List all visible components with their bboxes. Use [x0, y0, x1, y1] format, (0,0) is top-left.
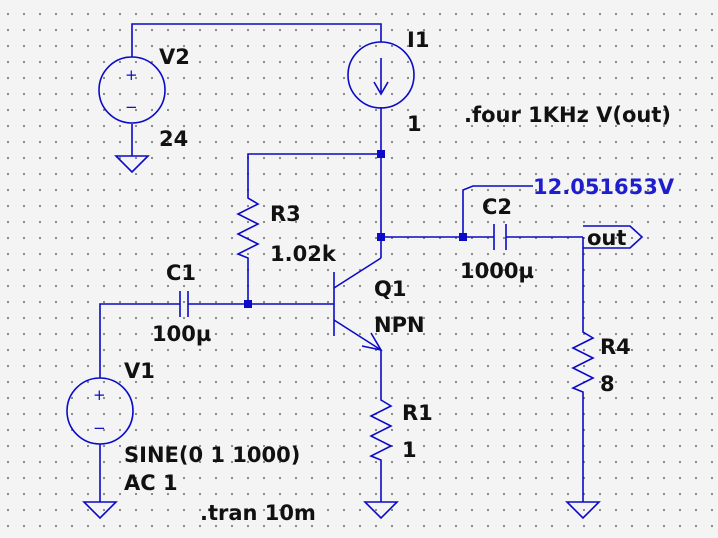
ground-symbol[interactable] — [363, 501, 399, 520]
junction-dot — [459, 233, 467, 241]
i1-value-label: 1 — [407, 112, 422, 136]
resistor-r3[interactable] — [236, 190, 260, 262]
v2-value-label: 24 — [159, 127, 188, 151]
c2-name-label: C2 — [482, 195, 512, 219]
v2-name-label: V2 — [159, 45, 190, 69]
out-label-text: out — [587, 226, 626, 250]
r4-value-label: 8 — [600, 372, 615, 396]
current-source-i1[interactable] — [347, 41, 415, 109]
minus-sign: − — [125, 98, 138, 116]
c1-name-label: C1 — [166, 261, 196, 285]
resistor-r4[interactable] — [571, 324, 595, 396]
i1-name-label: I1 — [407, 28, 429, 52]
v1-ac-label: AC 1 — [124, 471, 178, 495]
wire-c1-v1[interactable] — [99, 303, 180, 378]
v1-name-label: V1 — [124, 359, 155, 383]
junctions — [244, 150, 467, 308]
r3-name-label: R3 — [270, 202, 301, 226]
r4-name-label: R4 — [600, 335, 631, 359]
wire-supply-top[interactable] — [131, 23, 382, 57]
capacitor-c1[interactable] — [179, 291, 189, 317]
minus-sign: − — [93, 419, 106, 437]
wires — [99, 23, 584, 502]
wire-r3-top[interactable] — [247, 153, 381, 190]
resistor-r1[interactable] — [369, 392, 393, 464]
voltage-source-v1[interactable]: + − — [66, 377, 134, 445]
r3-value-label: 1.02k — [270, 242, 337, 266]
junction-dot — [377, 150, 385, 158]
plus-sign: + — [93, 386, 106, 404]
four-directive[interactable]: .four 1KHz V(out) — [464, 103, 671, 127]
tran-directive[interactable]: .tran 10m — [200, 501, 316, 525]
junction-dot — [244, 300, 252, 308]
net-label-out[interactable]: out — [583, 225, 644, 250]
r1-value-label: 1 — [402, 438, 417, 462]
v1-sine-label: SINE(0 1 1000) — [124, 443, 300, 467]
ground-symbol[interactable] — [82, 501, 118, 520]
q1-value-label: NPN — [374, 313, 425, 337]
ground-symbol[interactable] — [114, 155, 150, 174]
capacitor-c2[interactable] — [493, 224, 507, 250]
voltage-source-v2[interactable]: + − — [98, 56, 166, 124]
c2-value-label: 1000µ — [460, 259, 534, 283]
probe-voltage-readout: 12.051653V — [533, 175, 675, 199]
plus-sign: + — [125, 66, 138, 84]
ground-symbol[interactable] — [565, 501, 601, 520]
r1-name-label: R1 — [402, 401, 433, 425]
junction-dot — [377, 233, 385, 241]
wire-probe-leader[interactable] — [462, 185, 533, 237]
q1-name-label: Q1 — [374, 277, 406, 301]
c1-value-label: 100µ — [152, 322, 211, 346]
npn-transistor-q1[interactable] — [333, 257, 383, 352]
